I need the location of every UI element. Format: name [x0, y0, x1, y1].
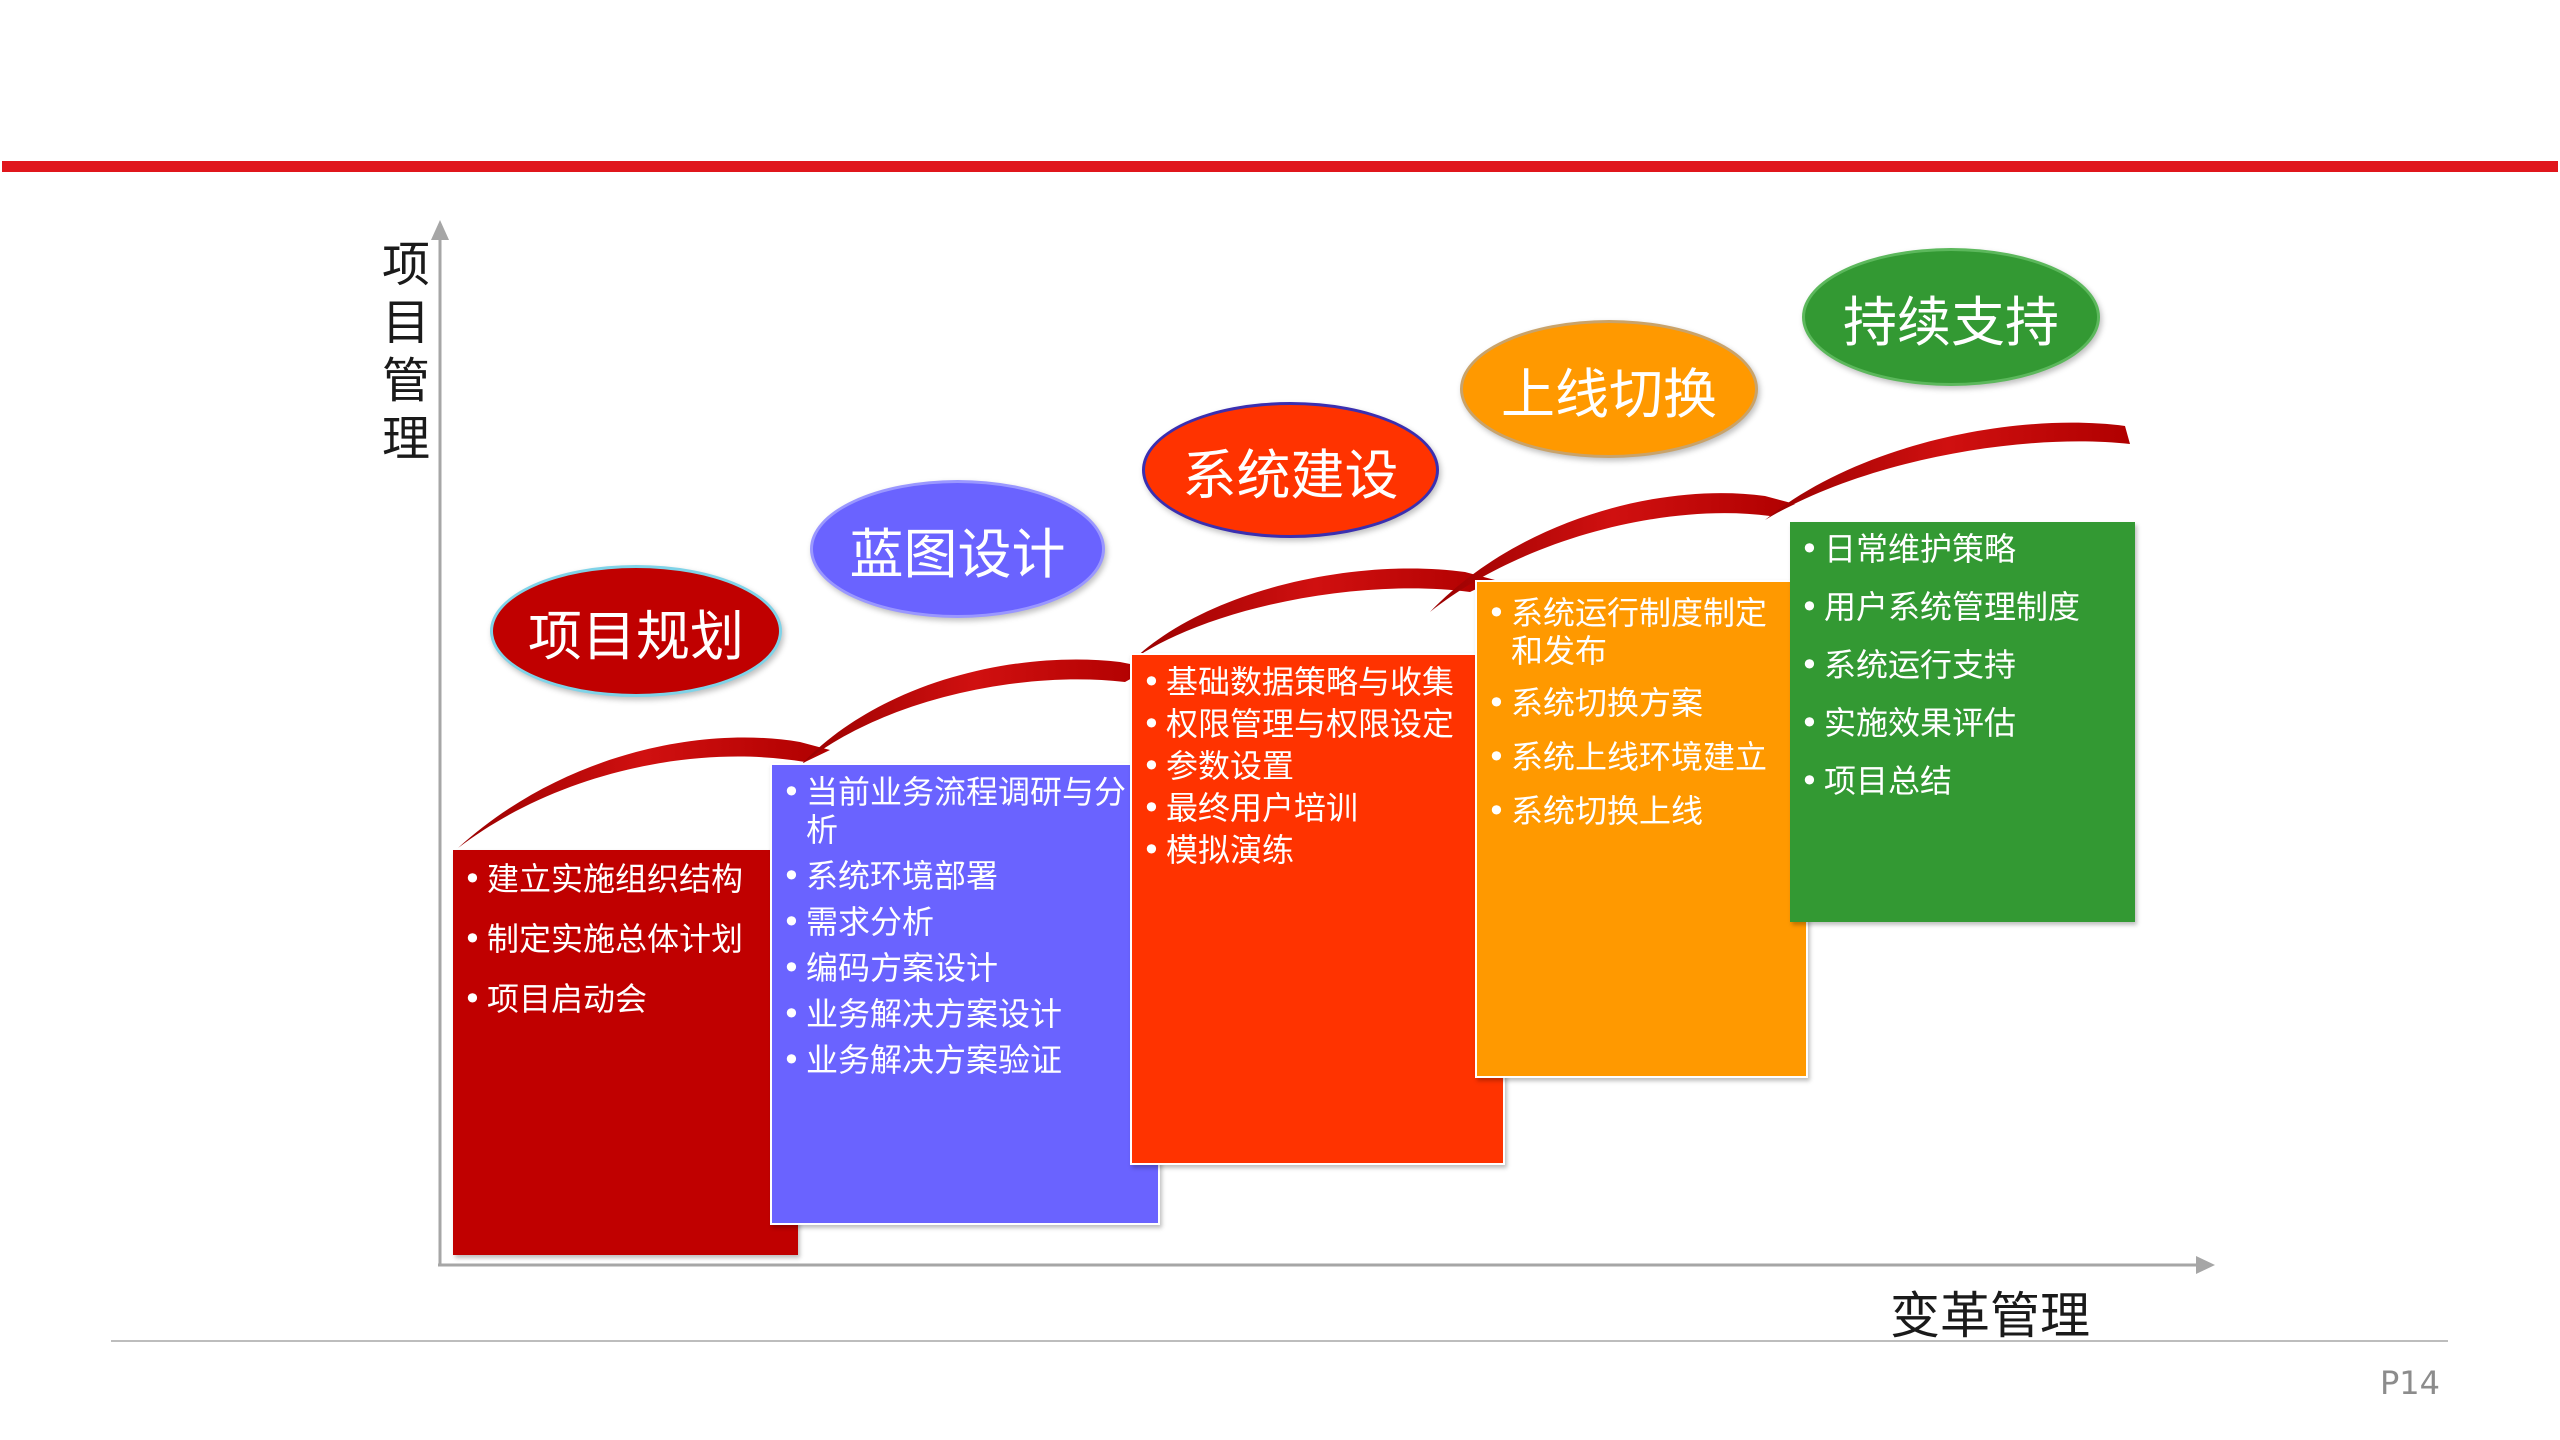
stage-arrow-3	[1135, 568, 1495, 658]
stage-5-task: 日常维护策略	[1790, 530, 2135, 568]
stage-2-task: 编码方案设计	[772, 949, 1154, 987]
stage-arrow-1	[458, 737, 830, 848]
stage-5-task: 系统运行支持	[1790, 646, 2135, 684]
stage-4-task: 系统切换方案	[1477, 684, 1796, 722]
stage-4-task: 系统运行制度制定和发布	[1477, 594, 1796, 670]
stage-box-2: 当前业务流程调研与分析 系统环境部署 需求分析 编码方案设计 业务解决方案设计 …	[770, 763, 1160, 1225]
page-number: P14	[2379, 1364, 2440, 1402]
stage-2-task: 业务解决方案验证	[772, 1041, 1154, 1079]
y-axis-arrowhead	[431, 220, 449, 240]
stage-2-title: 蓝图设计	[849, 522, 1066, 586]
stage-5-title: 持续支持	[1843, 290, 2059, 354]
stage-2-task: 业务解决方案设计	[772, 995, 1154, 1033]
stage-box-5: 日常维护策略 用户系统管理制度 系统运行支持 实施效果评估 项目总结	[1790, 522, 2135, 922]
stage-1-title: 项目规划	[528, 604, 744, 668]
stage-5-task: 实施效果评估	[1790, 704, 2135, 742]
stage-ellipse-5: 持续支持	[1802, 248, 2100, 386]
stage-ellipse-1: 项目规划	[490, 565, 782, 697]
stage-3-task: 最终用户培训	[1132, 789, 1503, 827]
stage-ellipse-2: 蓝图设计	[810, 480, 1105, 618]
stage-5-task: 项目总结	[1790, 762, 2135, 800]
stage-box-1: 建立实施组织结构 制定实施总体计划 项目启动会	[453, 850, 798, 1255]
stage-box-3: 基础数据策略与收集 权限管理与权限设定 参数设置 最终用户培训 模拟演练	[1130, 653, 1505, 1165]
stage-1-task: 建立实施组织结构	[453, 860, 798, 898]
stage-2-task: 系统环境部署	[772, 857, 1154, 895]
y-axis-label: 项目管理	[381, 237, 430, 467]
stage-3-task: 基础数据策略与收集	[1132, 663, 1503, 701]
stage-ellipse-4: 上线切换	[1460, 320, 1758, 458]
stage-1-task: 项目启动会	[453, 980, 798, 1018]
stage-4-title: 上线切换	[1501, 362, 1717, 426]
stage-4-task: 系统切换上线	[1477, 792, 1796, 830]
stage-3-task: 权限管理与权限设定	[1132, 705, 1503, 743]
x-axis-label: 变革管理	[1890, 1287, 2090, 1345]
stage-3-task-list: 基础数据策略与收集 权限管理与权限设定 参数设置 最终用户培训 模拟演练	[1132, 663, 1503, 869]
x-axis-arrowhead	[2196, 1256, 2215, 1274]
stage-4-task: 系统上线环境建立	[1477, 738, 1796, 776]
stage-5-task-list: 日常维护策略 用户系统管理制度 系统运行支持 实施效果评估 项目总结	[1790, 530, 2135, 800]
footer-divider	[111, 1340, 2448, 1342]
stage-3-task: 模拟演练	[1132, 831, 1503, 869]
stage-1-task: 制定实施总体计划	[453, 920, 798, 958]
stage-3-title: 系统建设	[1182, 443, 1399, 507]
stage-2-task: 当前业务流程调研与分析	[772, 773, 1154, 849]
header-divider	[2, 161, 2558, 172]
stage-box-4: 系统运行制度制定和发布 系统切换方案 系统上线环境建立 系统切换上线	[1475, 580, 1808, 1078]
stage-3-task: 参数设置	[1132, 747, 1503, 785]
stage-1-task-list: 建立实施组织结构 制定实施总体计划 项目启动会	[453, 860, 798, 1018]
stage-ellipse-3: 系统建设	[1142, 402, 1439, 538]
stage-4-task-list: 系统运行制度制定和发布 系统切换方案 系统上线环境建立 系统切换上线	[1477, 594, 1796, 830]
stage-arrow-5	[1765, 422, 2130, 520]
stage-5-task: 用户系统管理制度	[1790, 588, 2135, 626]
stage-2-task-list: 当前业务流程调研与分析 系统环境部署 需求分析 编码方案设计 业务解决方案设计 …	[772, 773, 1154, 1079]
stage-arrow-4	[1430, 493, 1795, 612]
stage-2-task: 需求分析	[772, 903, 1154, 941]
stage-arrow-2	[800, 659, 1150, 766]
